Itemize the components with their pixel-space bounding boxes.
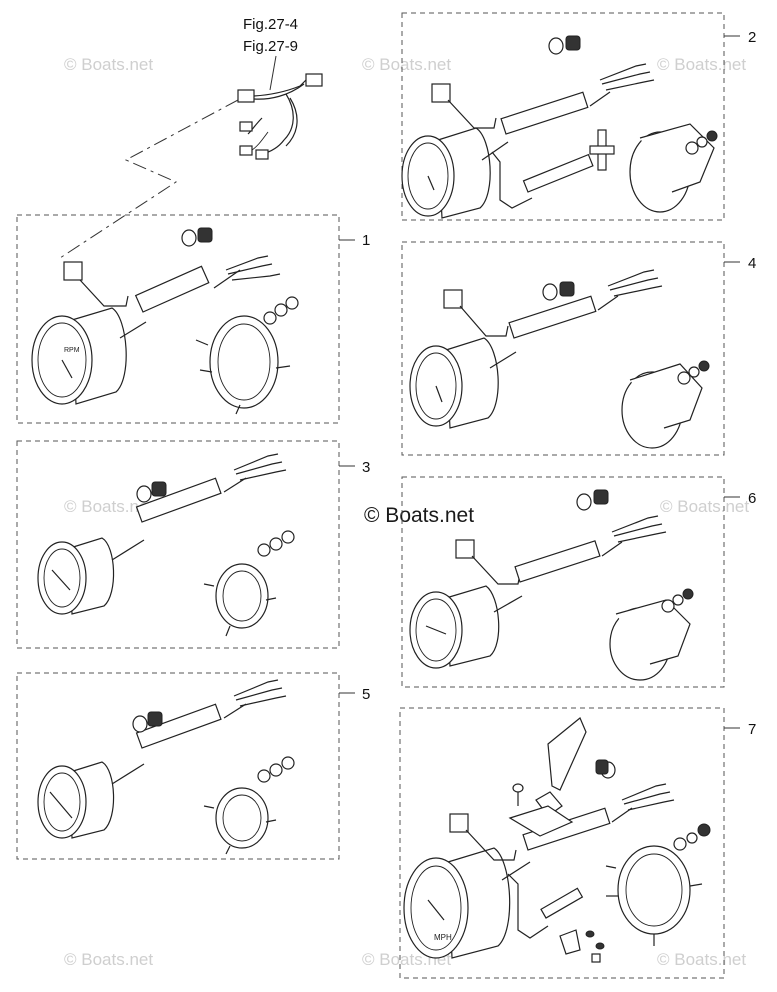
- assembly-6-cable-sleeve: [514, 540, 601, 583]
- assembly-3-gauge: [37, 541, 87, 615]
- harness-terminal-3: [255, 149, 269, 160]
- assembly-1-bracket: [209, 315, 279, 409]
- assembly-4-connector: [443, 289, 463, 309]
- assembly-3-bracket: [215, 563, 269, 629]
- assembly-2-connector: [431, 83, 451, 103]
- assembly-1-socket: [197, 227, 213, 243]
- assembly-6: 6: [401, 476, 756, 688]
- watermark-center: © Boats.net: [364, 504, 474, 527]
- assembly-4-cable-sleeve: [508, 295, 597, 339]
- callout-4: 4: [748, 255, 756, 272]
- figure-ref-27-4: Fig.27-4: [243, 16, 298, 33]
- assembly-1-connector: [63, 261, 83, 281]
- assembly-7: 7 MPH: [399, 707, 756, 979]
- harness-connector-left: [237, 89, 255, 103]
- assembly-1-frame: [16, 214, 340, 424]
- assembly-6-connector: [455, 539, 475, 559]
- tachometer-face-label: RPM: [64, 347, 80, 354]
- assembly-3-frame: [16, 440, 340, 649]
- harness-terminal-1: [239, 121, 253, 132]
- assembly-2-cable-sleeve: [500, 91, 589, 135]
- watermark-2: © Boats.net: [362, 55, 451, 74]
- harness-link-line: [59, 99, 239, 259]
- watermark-4: © Boats.net: [64, 497, 153, 516]
- callout-2: 2: [748, 29, 756, 46]
- assembly-5-frame: [16, 672, 340, 860]
- watermark-6: © Boats.net: [64, 950, 153, 969]
- watermark-3: © Boats.net: [657, 55, 746, 74]
- assembly-5-bracket: [215, 787, 269, 849]
- callout-6: 6: [748, 490, 756, 507]
- callout-1: 1: [362, 232, 370, 249]
- callout-5: 5: [362, 686, 370, 703]
- watermark-5: © Boats.net: [660, 497, 749, 516]
- wiring-harness: [237, 73, 323, 160]
- pitot-tube: [547, 717, 587, 791]
- assembly-7-frame: [399, 707, 725, 979]
- assembly-2: 2: [401, 12, 756, 221]
- assembly-1-bulb: [181, 229, 197, 247]
- callout-7: 7: [748, 721, 756, 738]
- harness-connector-right: [305, 73, 323, 87]
- assembly-5-cable-sleeve: [135, 703, 222, 749]
- assembly-4-frame: [401, 241, 725, 456]
- assembly-7-bracket: [617, 845, 691, 935]
- speedometer-face-label: MPH: [434, 933, 452, 942]
- assembly-4: 4: [401, 241, 756, 456]
- figure-ref-leader: [269, 55, 277, 91]
- watermark-8: © Boats.net: [657, 950, 746, 969]
- assembly-6-frame: [401, 476, 725, 688]
- assembly-5-gauge: [37, 765, 87, 839]
- assembly-2-frame: [401, 12, 725, 221]
- callout-3: 3: [362, 459, 370, 476]
- pitot-mount-plate: [508, 805, 574, 837]
- assembly-3-cable-sleeve: [135, 477, 222, 523]
- harness-terminal-2: [239, 145, 253, 156]
- assembly-1-cable-sleeve: [134, 265, 210, 313]
- assembly-5: 5: [16, 672, 370, 860]
- assembly-7-connector: [449, 813, 469, 833]
- speedometer-gauge: [403, 857, 469, 959]
- figure-ref-27-9: Fig.27-9: [243, 38, 298, 55]
- assembly-3: 3: [16, 440, 370, 649]
- assembly-1: 1 RPM: [16, 214, 370, 424]
- watermark-1: © Boats.net: [64, 55, 153, 74]
